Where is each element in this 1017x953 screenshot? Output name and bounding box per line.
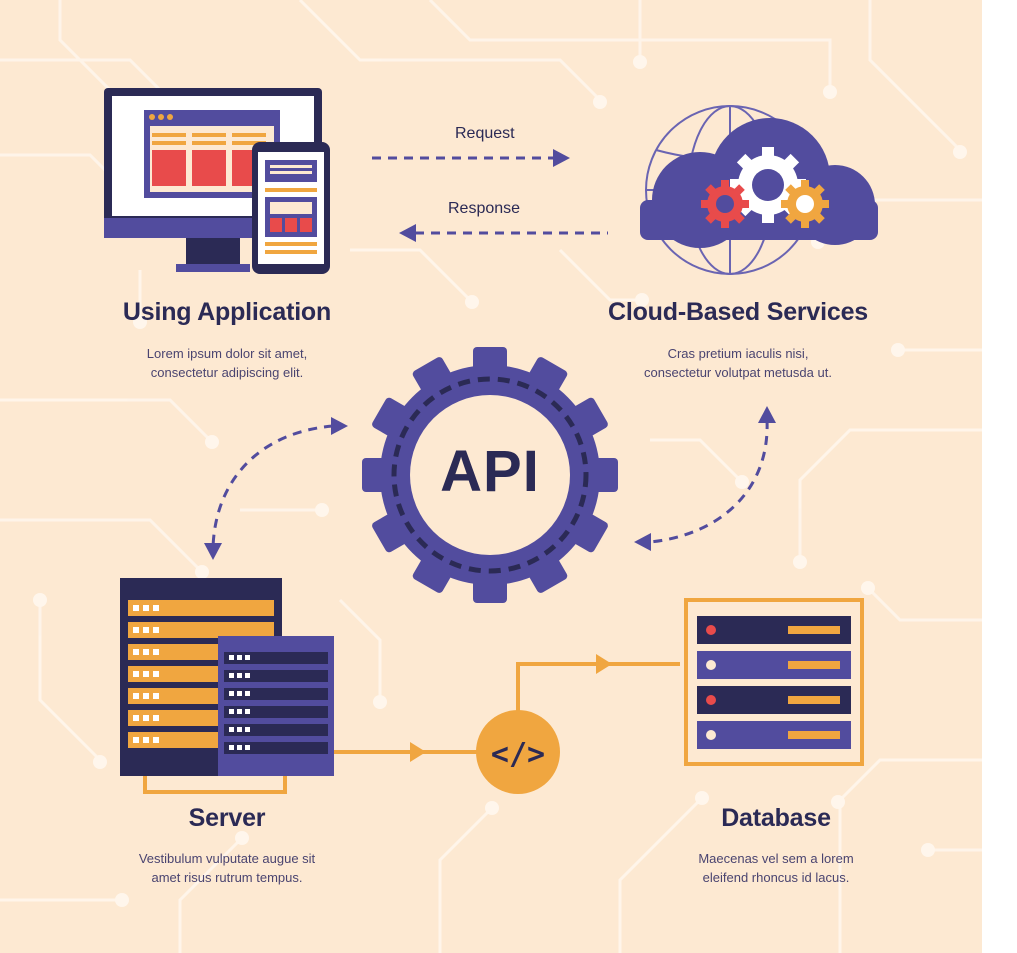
- app-desc-line-2: consectetur adipiscing elit.: [150, 365, 304, 380]
- diagram-canvas: Request Response Using Application Lorem…: [0, 0, 982, 953]
- request-label: Request: [455, 125, 515, 142]
- cloud-title: Cloud-Based Services: [608, 298, 868, 326]
- server-desc-line-1: Vestibulum vulputate augue sit: [138, 851, 316, 866]
- cloud-desc-line-2: consectetur volutpat metusda ut.: [644, 365, 832, 380]
- app-desc-line-1: Lorem ipsum dolor sit amet,: [146, 346, 308, 361]
- database-desc-line-1: Maecenas vel sem a lorem: [698, 851, 854, 866]
- app-desc: Lorem ipsum dolor sit amet, consectetur …: [97, 344, 357, 382]
- server-title: Server: [188, 804, 266, 832]
- server-desc-line-2: amet risus rutrum tempus.: [151, 870, 303, 885]
- database-desc: Maecenas vel sem a lorem eleifend rhoncu…: [656, 849, 896, 887]
- api-label: API: [440, 439, 540, 504]
- server-desc: Vestibulum vulputate augue sit amet risu…: [107, 849, 347, 887]
- database-desc-line-2: eleifend rhoncus id lacus.: [702, 870, 850, 885]
- cloud-desc-line-1: Cras pretium iaculis nisi,: [667, 346, 809, 361]
- app-title: Using Application: [122, 298, 332, 326]
- page-margin: [982, 0, 1017, 953]
- circuit-background: [0, 0, 982, 953]
- database-title: Database: [721, 804, 831, 832]
- cloud-desc: Cras pretium iaculis nisi, consectetur v…: [598, 344, 878, 382]
- code-symbol-label: </>: [490, 737, 546, 772]
- response-label: Response: [448, 200, 521, 217]
